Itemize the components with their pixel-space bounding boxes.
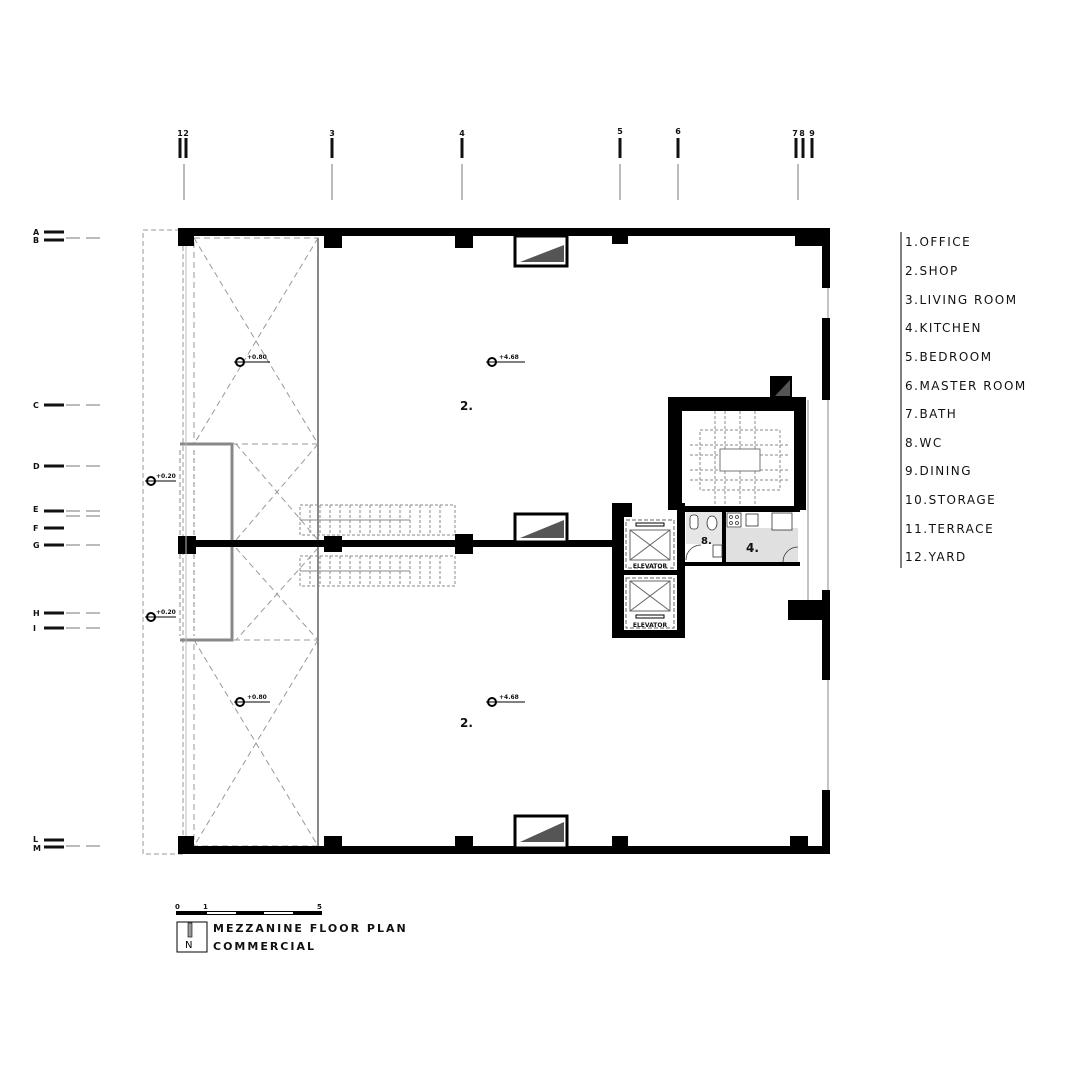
grid-label: 7: [792, 129, 798, 138]
room-legend: 1.OFFICE 2.SHOP 3.LIVING ROOM 4.KITCHEN …: [905, 235, 1027, 564]
level-label: +4.68: [499, 354, 519, 361]
grid-label: 9: [809, 129, 815, 138]
legend-item: 1.OFFICE: [905, 235, 971, 249]
grid-label: 1: [177, 129, 183, 138]
grid-labels-top: 1 2 3 4 5 6 7 8 9: [177, 127, 815, 138]
stairs: [299, 411, 790, 587]
grid-label: E: [33, 505, 38, 514]
legend-item: 6.MASTER ROOM: [905, 379, 1027, 393]
grid-label: I: [33, 624, 36, 633]
plan-subtitle: COMMERCIAL: [213, 940, 316, 953]
level-markers: [145, 357, 525, 707]
grid-label: 4: [459, 129, 465, 138]
legend-item: 9.DINING: [905, 464, 972, 478]
grid-label: G: [33, 541, 40, 550]
grid-markers-top: [178, 138, 814, 200]
grid-label: D: [33, 462, 40, 471]
grid-label: M: [33, 844, 41, 853]
grid-label: F: [33, 524, 38, 533]
grid-markers-left: [44, 230, 105, 849]
scale-label: 0: [175, 903, 180, 911]
scale-label: 5: [317, 903, 322, 911]
legend-item: 10.STORAGE: [905, 493, 996, 507]
room-label-wc: 8.: [701, 536, 712, 547]
grid-label: C: [33, 401, 39, 410]
grid-label: A: [33, 228, 40, 237]
shafts: [513, 234, 790, 850]
north-arrow-icon: N: [176, 921, 208, 953]
legend-item: 7.BATH: [905, 407, 957, 421]
level-label: +0.80: [247, 354, 267, 361]
legend-item: 5.BEDROOM: [905, 350, 993, 364]
site-boundary: [142, 229, 184, 855]
legend-item: 2.SHOP: [905, 264, 959, 278]
legend-item: 12.YARD: [905, 550, 967, 564]
grid-label: B: [33, 236, 39, 245]
grid-label: L: [33, 835, 38, 844]
level-label: +4.68: [499, 694, 519, 701]
level-label: +0.80: [247, 694, 267, 701]
legend-item: 3.LIVING ROOM: [905, 293, 1018, 307]
legend-item: 11.TERRACE: [905, 522, 994, 536]
stair-well: [719, 448, 761, 472]
grid-label: 2: [183, 129, 189, 138]
grid-label: 3: [329, 129, 335, 138]
grid-label: 8: [799, 129, 805, 138]
elevator-label: ELEVATOR: [633, 563, 668, 570]
kitchen-floor: [726, 528, 798, 562]
legend-item: 4.KITCHEN: [905, 321, 982, 335]
void-areas: [193, 237, 319, 847]
north-label: N: [185, 940, 192, 951]
scale-label: 1: [203, 903, 208, 911]
plan-title: MEZZANINE FLOOR PLAN: [213, 922, 408, 935]
level-label: +0.20: [156, 609, 176, 616]
room-label-kitchen: 4.: [746, 541, 759, 555]
window-lines: [185, 246, 829, 836]
scale-bar: 0 1 5: [175, 903, 322, 915]
fixtures: [685, 512, 799, 563]
room-label-shop: 2.: [460, 399, 473, 413]
grid-label: 6: [675, 127, 681, 136]
level-label: +0.20: [156, 473, 176, 480]
walls: [178, 228, 830, 854]
legend-item: 8.WC: [905, 436, 943, 450]
grid-labels-left: A B C D E F G H I L M: [33, 228, 41, 853]
grid-label: H: [33, 609, 40, 618]
grid-label: 5: [617, 127, 623, 136]
elevator-label: ELEVATOR: [633, 622, 668, 629]
elevator-cabins: [625, 519, 675, 629]
room-label-shop: 2.: [460, 716, 473, 730]
